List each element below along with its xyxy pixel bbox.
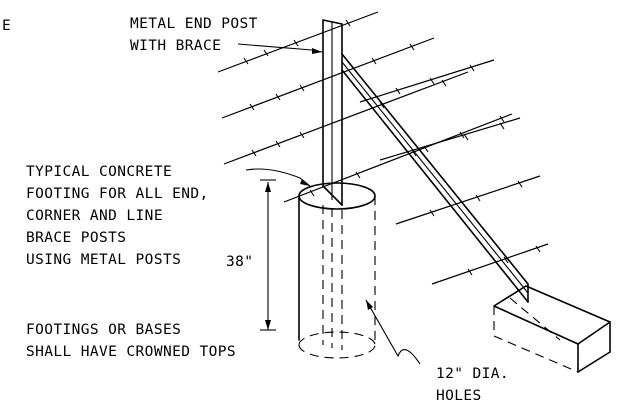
- barbed-wire-strand: [223, 71, 469, 165]
- barbed-wire-strand: [217, 11, 379, 73]
- holes-label-line2: HOLES: [436, 388, 482, 402]
- footing-label-line3: CORNER AND LINE: [26, 208, 163, 224]
- brace-base-block: [493, 285, 611, 373]
- footing-label-line4: BRACE POSTS: [26, 230, 126, 246]
- depth-dimension-line: [260, 179, 276, 331]
- diagonal-brace: [341, 53, 529, 303]
- end-post-leader: [237, 43, 323, 53]
- holes-leader: [365, 299, 421, 365]
- holes-label-line1: 12" DIA.: [436, 366, 509, 382]
- footing-label-line2: FOOTING FOR ALL END,: [26, 186, 209, 202]
- crowned-tops-label-line2: SHALL HAVE CROWNED TOPS: [26, 344, 236, 360]
- depth-dimension-label: 38": [226, 254, 253, 270]
- barbed-wire-strand: [221, 37, 435, 119]
- barbed-wire-strand: [283, 113, 513, 203]
- leader-lines: [237, 43, 421, 365]
- barbed-wire-strands: [217, 11, 549, 285]
- wire-barbs: [243, 19, 541, 276]
- footing-label-line5: USING METAL POSTS: [26, 252, 181, 268]
- barbed-wire-strand: [379, 117, 521, 161]
- end-post-label-line2: WITH BRACE: [130, 38, 221, 54]
- edge-fragment-label: E: [2, 18, 11, 34]
- barbed-wire-strand: [359, 59, 495, 103]
- crowned-tops-label-line1: FOOTINGS OR BASES: [26, 322, 181, 338]
- footing-leader: [245, 168, 311, 187]
- barbed-wire-strand: [395, 175, 541, 225]
- metal-end-post: [322, 19, 343, 206]
- footing-label-line1: TYPICAL CONCRETE: [26, 164, 172, 180]
- concrete-footing-cylinder: [298, 182, 376, 359]
- barbed-wire-strand: [431, 243, 549, 285]
- end-post-label-line1: METAL END POST: [130, 16, 258, 32]
